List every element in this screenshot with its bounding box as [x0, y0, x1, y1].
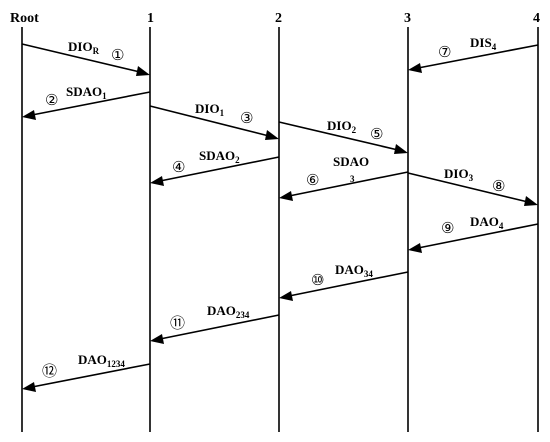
lane-label-2: 2: [275, 11, 282, 26]
message-dao-4: DAO4 ⑨: [408, 214, 539, 253]
step-number: ⑦: [438, 43, 451, 61]
message-label: DAO34: [335, 262, 373, 279]
lane-label-3: 3: [404, 11, 411, 26]
message-dio-1: DIO1 ③: [149, 101, 279, 140]
message-label: DIO2: [327, 118, 357, 135]
message-dio-3: DIO3 ⑧: [407, 166, 538, 206]
message-dio-2: DIO2 ⑤: [278, 118, 408, 154]
message-label: SDAO1: [66, 84, 107, 101]
step-number: ⑩: [311, 271, 324, 289]
message-dao-1234: DAO1234 ⑫: [22, 352, 151, 392]
message-label: DIO1: [195, 101, 225, 118]
message-label: DAO4: [470, 214, 504, 231]
message-sdao-2: SDAO2 ④: [150, 148, 280, 186]
step-number: ②: [45, 91, 58, 109]
message-label: DIOR: [68, 39, 100, 56]
message-label: DIO3: [444, 166, 474, 183]
step-number: ⑫: [42, 362, 57, 380]
lane-label-1: 1: [147, 11, 154, 26]
message-dao-234: DAO234 ⑪: [150, 303, 280, 344]
message-sdao-1: SDAO1 ②: [22, 84, 151, 120]
message-label: DIS4: [470, 35, 497, 52]
message-label: DAO1234: [78, 352, 125, 369]
step-number: ⑧: [492, 177, 505, 195]
step-number: ⑤: [370, 125, 383, 143]
step-number: ⑥: [306, 171, 319, 189]
lane-label-4: 4: [533, 11, 540, 26]
step-number: ⑪: [170, 314, 185, 332]
lane-label-root: Root: [10, 11, 39, 26]
step-number: ①: [111, 46, 124, 64]
message-dis-4: DIS4 ⑦: [408, 35, 539, 73]
message-label: SDAO2: [199, 148, 240, 165]
step-number: ③: [240, 109, 253, 127]
message-dio-r: DIOR ①: [21, 39, 150, 76]
message-dao-34: DAO34 ⑩: [279, 262, 409, 301]
step-number: ⑨: [441, 219, 454, 237]
message-label: DAO234: [207, 303, 250, 320]
step-number: ④: [172, 158, 185, 176]
